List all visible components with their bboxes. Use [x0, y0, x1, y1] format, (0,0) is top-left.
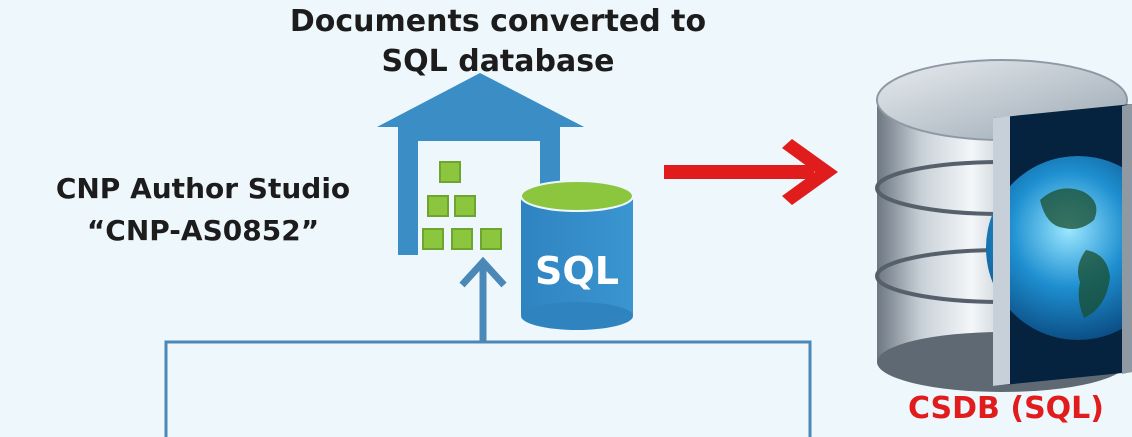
- csdb-database-icon: [875, 59, 1132, 392]
- warehouse-icon: [377, 73, 584, 255]
- csdb-label: CSDB (SQL): [907, 391, 1105, 426]
- warehouse-title-line2: SQL database: [381, 44, 615, 79]
- author-studio-name: CNP Author Studio: [55, 172, 351, 205]
- arrow-right-icon: [664, 139, 838, 205]
- author-studio-id: “CNP-AS0852”: [86, 214, 320, 247]
- sql-label: SQL: [535, 249, 619, 293]
- upload-connector: [164, 256, 812, 437]
- document-cubes: [422, 161, 502, 250]
- warehouse-title-line1: Documents converted to: [289, 4, 707, 39]
- sql-database-icon: SQL: [520, 180, 634, 330]
